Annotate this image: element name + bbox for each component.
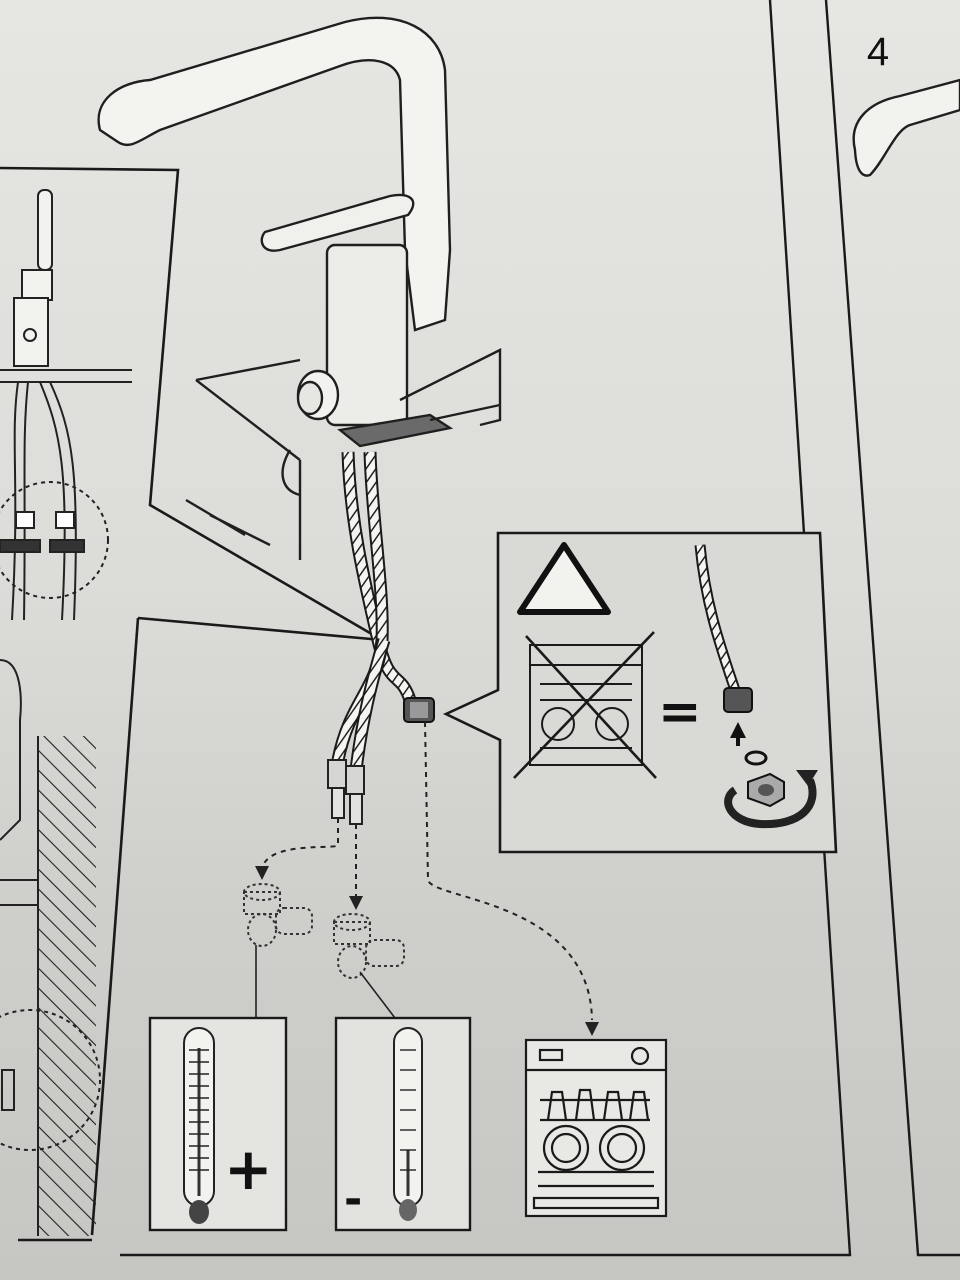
warning-triangle-icon — [517, 542, 611, 615]
thermometer-cold-icon — [334, 1016, 472, 1232]
left-faucet-icon — [0, 189, 132, 621]
arrow-heads — [255, 866, 599, 1036]
step-number: 4 — [866, 30, 890, 74]
shutoff-valve-icon — [243, 883, 405, 979]
cold-minus-symbol: - — [344, 1174, 363, 1225]
dishwasher-icon — [524, 1038, 668, 1218]
kitchen-faucet-icon — [97, 16, 502, 560]
braided-hose-icon — [327, 451, 435, 825]
left-detail-panel — [0, 166, 383, 1236]
crossed-dishwasher-icon — [513, 631, 657, 779]
washer-nut-icon — [694, 544, 818, 829]
equals-symbol: = — [658, 682, 702, 742]
thermometer-hot-icon — [148, 1016, 288, 1232]
valve-leader-lines — [255, 945, 396, 1019]
connection-lines — [261, 721, 593, 1021]
wall-section — [0, 659, 101, 1236]
page-frames — [18, 0, 960, 1257]
next-step-faucet-icon — [852, 78, 960, 177]
hot-plus-symbol: + — [224, 1135, 273, 1203]
